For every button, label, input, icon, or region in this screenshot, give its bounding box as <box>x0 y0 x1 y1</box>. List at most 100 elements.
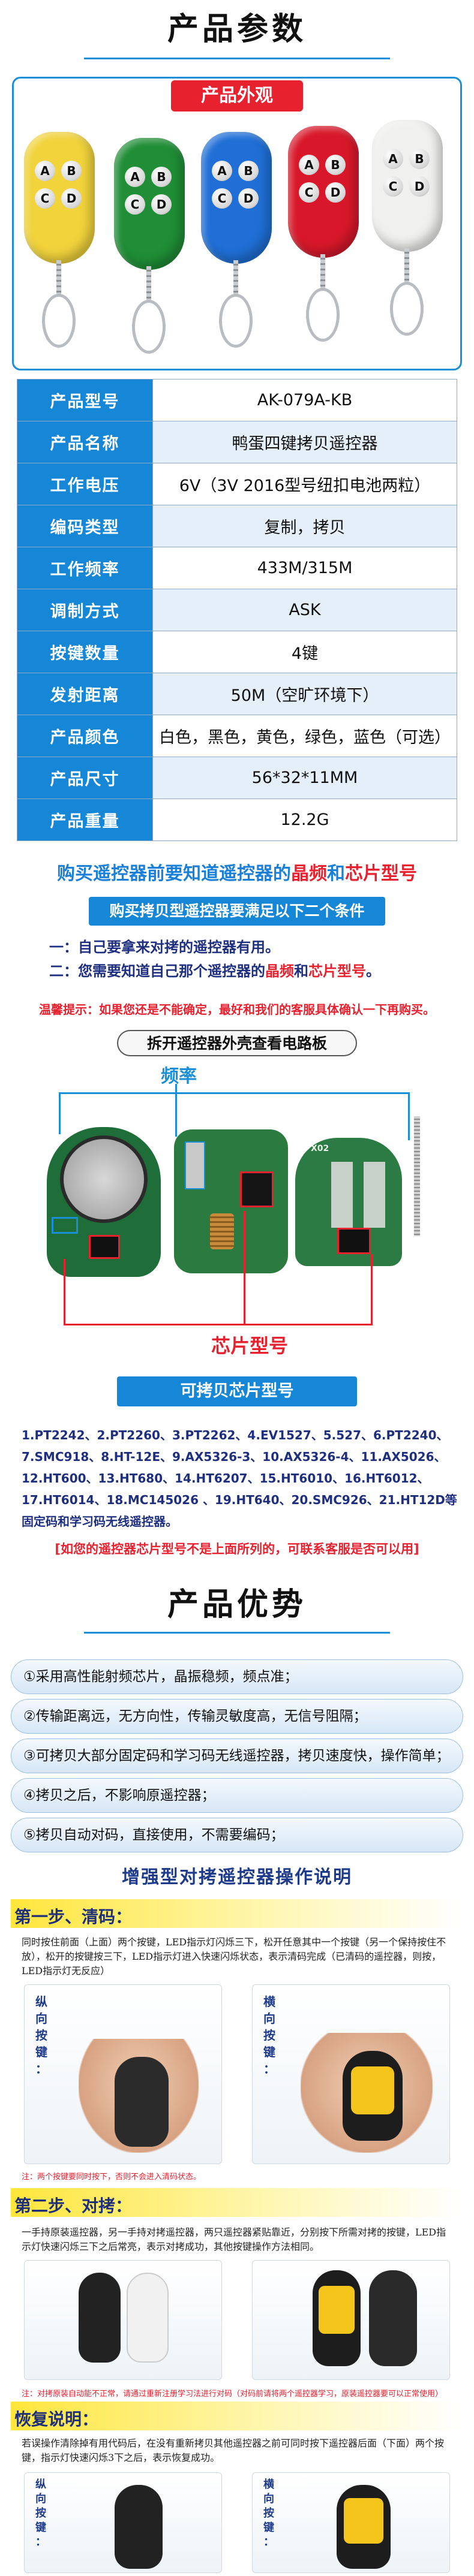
freq-line-mid <box>175 1084 177 1137</box>
circuit-board-3: X02 <box>295 1138 402 1266</box>
chip-line-5: 固定码和学习码无线遥控器。 <box>22 1514 178 1529</box>
dark-remote-1 <box>115 2057 169 2147</box>
black-remote-3 <box>369 2270 417 2366</box>
remote-button-b: B <box>61 161 82 181</box>
keychain <box>56 260 61 296</box>
remote-button-c: C <box>383 176 403 197</box>
yellow-keypad-3 <box>344 2498 383 2544</box>
advantage-item: ①采用高性能射频芯片，晶振稳频，频点准； <box>11 1659 463 1694</box>
spec-value: 白色，黑色，黄色，绿色，蓝色（可选） <box>152 715 457 757</box>
spec-key: 工作电压 <box>17 463 153 505</box>
advantage-item: ⑤拷贝自动对码，直接使用，不需要编码； <box>11 1818 463 1852</box>
step2-note: 注：对拷原装自动能不正常，请通过重新注册学习法进行对码（对码前请将两个遥控器学习… <box>22 2390 443 2399</box>
advantages-underline <box>84 1632 390 1634</box>
cond2-pre: 二：您需要知道自己那个遥控器的 <box>49 963 265 980</box>
chip-box-3 <box>337 1228 371 1254</box>
battery-holder <box>60 1135 148 1223</box>
advantage-item: ③可拷贝大部分固定码和学习码无线遥控器，拷贝速度快，操作简单； <box>11 1739 463 1773</box>
key-ring <box>306 288 340 342</box>
step3-photo-horizontal: 横 向 按 键 ： <box>252 2472 450 2573</box>
spec-value: 50M（空旷环境下） <box>152 673 457 715</box>
spec-key: 编码类型 <box>17 505 153 547</box>
chips-title: 可拷贝芯片型号 <box>117 1376 357 1406</box>
yellow-remote-3 <box>337 2485 391 2569</box>
black-remote-4 <box>115 2485 163 2569</box>
chip-box-2 <box>240 1171 274 1207</box>
spec-key: 调制方式 <box>17 589 153 631</box>
spec-key: 按键数量 <box>17 631 153 673</box>
chip-line-4: 17.HT6014、18.MC145026 、19.HT640、20.SMC92… <box>22 1493 457 1507</box>
chip-line <box>64 1324 373 1325</box>
remote-button-d: D <box>151 194 172 215</box>
step2-photo-horizontal <box>252 2260 450 2380</box>
step2-title: 第二步、对拷： <box>14 2196 133 2216</box>
remote-button-d: D <box>61 188 82 209</box>
condition-1: 一：自己要拿来对拷的遥控器有用。 <box>49 939 280 956</box>
antenna <box>414 1116 420 1236</box>
white-remote-2 <box>127 2273 169 2363</box>
remote-button-b: B <box>238 161 259 181</box>
spec-key: 发射距离 <box>17 673 153 715</box>
step3-bar <box>11 2402 463 2430</box>
step3-title: 恢复说明： <box>14 2409 99 2429</box>
spec-value: ASK <box>152 589 457 631</box>
remote-button-b: B <box>325 155 346 175</box>
headline-freq: 晶频 <box>291 863 327 884</box>
keychain <box>404 248 409 284</box>
coil-2 <box>210 1213 234 1249</box>
key-ring <box>132 300 166 354</box>
chip-box-1 <box>89 1235 120 1259</box>
step3-left-label: 纵 向 按 键 ： <box>35 2478 46 2548</box>
freq-line <box>59 1092 409 1094</box>
tact-switches <box>331 1162 385 1228</box>
condition-banner: 购买拷贝型遥控器要满足以下二个条件 <box>89 897 385 926</box>
yellow-remote-2 <box>313 2270 361 2366</box>
remote-button-c: C <box>125 194 145 215</box>
spec-key: 产品尺寸 <box>17 757 153 799</box>
key-ring <box>219 294 253 348</box>
guide-title: 增强型对拷遥控器操作说明 <box>122 1867 352 1888</box>
headline-chip: 芯片型号 <box>345 863 417 884</box>
spec-row: 编码类型复制，拷贝 <box>17 505 457 547</box>
remote-button-c: C <box>299 182 319 203</box>
freq-label: 频率 <box>161 1066 197 1087</box>
chip-line-1: 1.PT2242、2.PT2260、3.PT2262、4.EV1527、5.52… <box>22 1428 449 1442</box>
boards-title: 拆开遥控器外壳查看电路板 <box>117 1030 357 1056</box>
cond2-and: 和 <box>294 963 308 980</box>
advantage-item: ④拷贝之后，不影响原遥控器； <box>11 1778 463 1813</box>
step1-text: 同时按住前面（上面）两个按键，LED指示灯闪烁三下，松开任意其中一个按键（另一个… <box>22 1936 446 1977</box>
advantages-title: 产品优势 <box>167 1587 307 1623</box>
key-ring <box>42 294 76 348</box>
step1-note: 注：两个按键要同时按下，否则不会进入清码状态。 <box>22 2173 202 2182</box>
condition-2: 二：您需要知道自己那个遥控器的晶频和芯片型号。 <box>49 959 380 980</box>
chip-warning: [如您的遥控器芯片型号不是上面所列的，可联系客服是否可以用] <box>55 1542 419 1556</box>
title-underline <box>84 58 390 59</box>
spec-value: AK-079A-KB <box>152 379 457 421</box>
spec-row: 产品名称鸭蛋四键拷贝遥控器 <box>17 421 457 463</box>
headline-pre: 购买遥控器前要知道遥控器的 <box>57 863 291 884</box>
freq-line-left <box>59 1092 61 1134</box>
yellow-keypad-1 <box>351 2066 394 2114</box>
circuit-board-2 <box>174 1129 288 1273</box>
spec-key: 产品重量 <box>17 799 153 841</box>
spec-value: 12.2G <box>152 799 457 841</box>
remote-button-b: B <box>151 167 172 187</box>
step1-bar <box>11 1899 463 1928</box>
chip-list: 1.PT2242、2.PT2260、3.PT2262、4.EV1527、5.52… <box>22 1424 460 1532</box>
step2-text: 一手持原装遥控器，另一手持对拷遥控器，两只遥控器紧贴靠近，分别按下所需对拷的按键… <box>22 2226 446 2252</box>
freq-line-right <box>408 1092 410 1140</box>
crystal-2 <box>185 1141 205 1189</box>
remote-button-a: A <box>212 161 232 181</box>
page-title: 产品参数 <box>167 11 307 47</box>
chip-line-mid <box>244 1211 245 1325</box>
step3-photo-vertical: 纵 向 按 键 ： <box>24 2472 222 2573</box>
advantage-item: ②传输距离远，无方向性，传输灵敏度高，无信号阻隔； <box>11 1699 463 1734</box>
spec-value: 56*32*11MM <box>152 757 457 799</box>
